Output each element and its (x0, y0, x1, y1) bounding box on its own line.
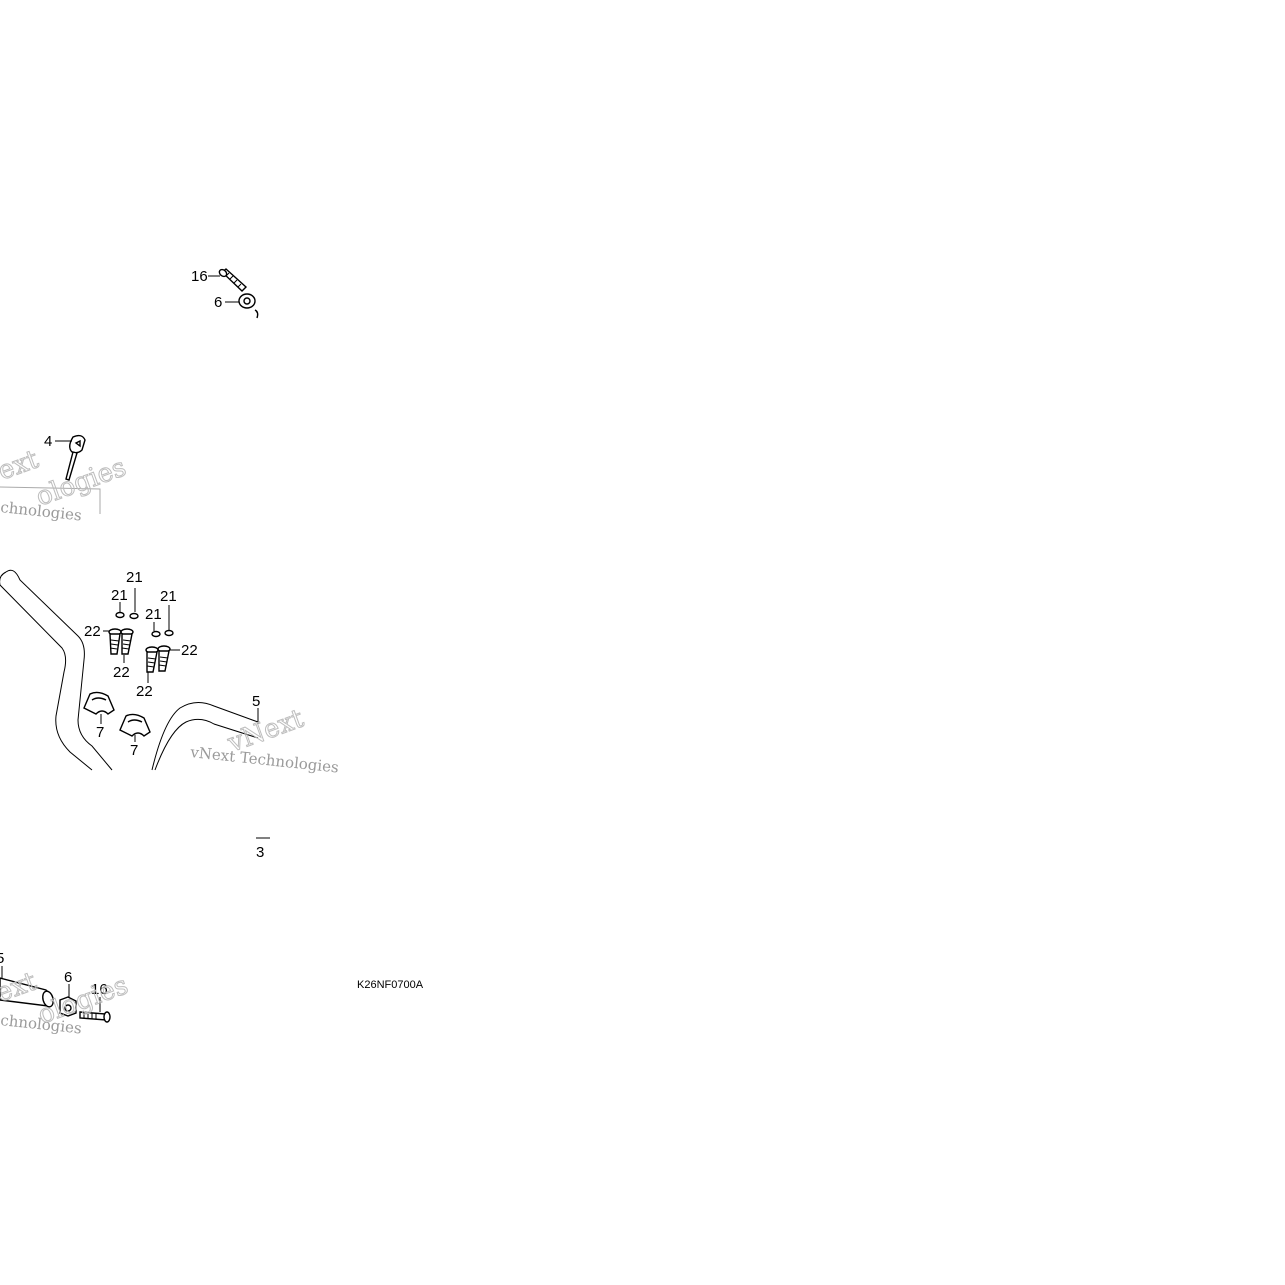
bolt-16-bottom (79, 1011, 111, 1023)
callout-5-right: 5 (252, 693, 260, 710)
callout-21-c: 21 (145, 606, 162, 623)
washer-21-a (115, 611, 125, 619)
washer-21-b (129, 612, 139, 620)
grip-lower (0, 977, 54, 1008)
callout-16-bottom: 16 (91, 981, 108, 998)
svg-text:vNext Technologies: vNext Technologies (189, 743, 340, 777)
callout-22-d: 22 (181, 642, 198, 659)
grip-end-6-top (238, 293, 259, 319)
callout-7-a: 7 (96, 724, 104, 741)
callout-21-b: 21 (111, 587, 128, 604)
bolt-22-d (157, 645, 171, 672)
svg-text:ext: ext (0, 444, 43, 486)
bolt-16-top (218, 268, 248, 292)
diagram-code: K26NF0700A (357, 979, 424, 991)
washer-21-c (151, 630, 161, 638)
bolt-22-c (145, 646, 159, 673)
callout-22-c: 22 (136, 683, 153, 700)
watermark-center: vNext vNext Technologies (189, 703, 340, 777)
callout-16-top: 16 (191, 268, 208, 285)
callout-5-left: 5 (0, 950, 4, 967)
callout-6-bottom: 6 (64, 969, 72, 986)
callout-22-a: 22 (84, 623, 101, 640)
callout-3: 3 (256, 844, 264, 861)
key-4 (65, 434, 86, 481)
callout-7-b: 7 (130, 742, 138, 759)
callout-21-d: 21 (160, 588, 177, 605)
callout-4: 4 (44, 433, 52, 450)
holder-7-b (119, 713, 151, 737)
washer-21-d (164, 629, 174, 637)
callout-22-b: 22 (113, 664, 130, 681)
bolt-22-a (108, 628, 122, 655)
grip-end-6-bottom (59, 996, 77, 1017)
callout-21-a: 21 (126, 569, 143, 586)
callout-6-top: 6 (214, 294, 222, 311)
watermark-left-upper: ext ologies chnologies (0, 444, 131, 525)
handlebar (0, 569, 259, 771)
bolt-22-b (120, 628, 134, 655)
holder-7-a (83, 691, 115, 715)
